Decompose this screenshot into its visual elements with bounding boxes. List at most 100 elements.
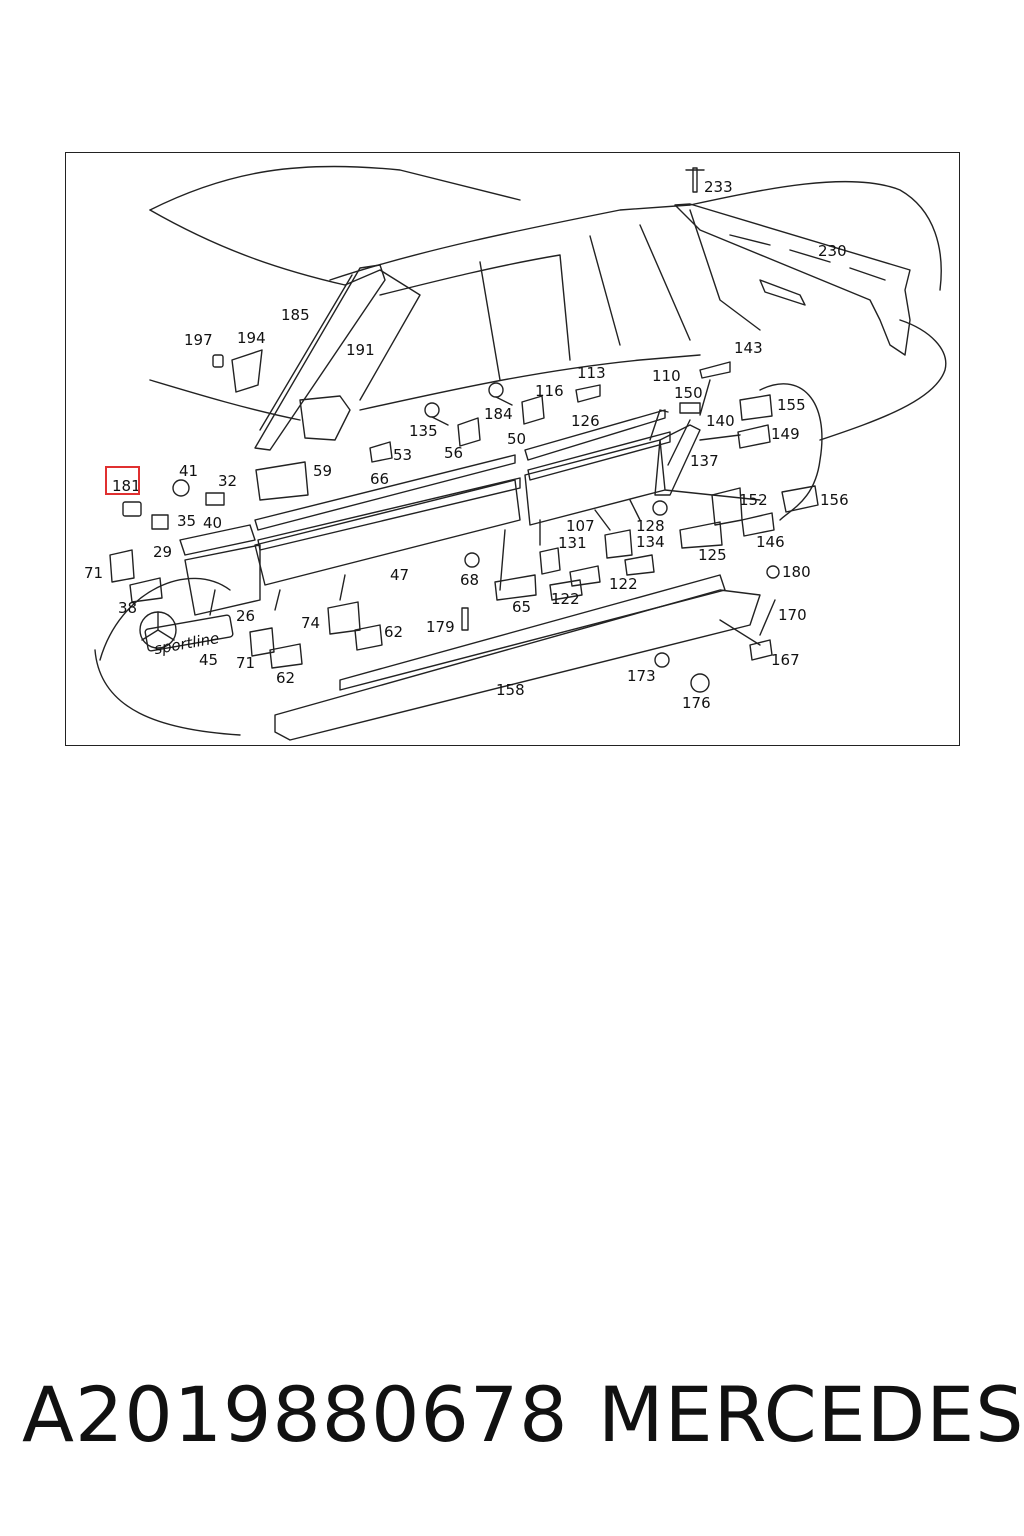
part-38-clip (129, 577, 163, 603)
label-38: 38 (118, 599, 137, 617)
part-181-clip (122, 501, 142, 517)
label-125: 125 (698, 546, 727, 564)
car-rear-window (689, 209, 761, 331)
part-152-clip (711, 487, 743, 526)
car-mirror (299, 395, 351, 441)
mercedes-star-emblem (139, 611, 177, 649)
part-173-screw (654, 652, 670, 668)
label-56: 56 (444, 444, 463, 462)
rear-fender-trim (654, 424, 701, 496)
label-113: 113 (577, 364, 606, 382)
label-65: 65 (512, 598, 531, 616)
part-116-clip (521, 395, 545, 425)
label-122a: 122 (609, 575, 638, 593)
part-53-clip (369, 441, 393, 463)
a-pillar-trim (254, 264, 386, 451)
label-155: 155 (777, 396, 806, 414)
label-62b: 62 (276, 669, 295, 687)
part-122c-clip (624, 554, 655, 576)
car-roof-line (329, 204, 691, 281)
car-hood-front (149, 379, 301, 421)
label-197: 197 (184, 331, 213, 349)
part-71a-clip (109, 549, 135, 583)
label-134: 134 (636, 533, 665, 551)
car-windshield (344, 269, 421, 401)
label-41: 41 (179, 462, 198, 480)
part-number: A2019880678 (22, 1370, 569, 1459)
part-155-clip (739, 394, 773, 421)
label-233: 233 (704, 178, 733, 196)
label-53: 53 (393, 446, 412, 464)
rear-door-upper-moulding (524, 409, 666, 461)
part-156-bracket (781, 485, 819, 513)
label-47: 47 (390, 566, 409, 584)
part-122b-clip (569, 565, 601, 587)
car-tail (819, 319, 947, 441)
part-32-clip (205, 492, 225, 506)
label-179: 179 (426, 618, 455, 636)
part-194-clip (231, 349, 263, 393)
label-176: 176 (682, 694, 711, 712)
part-146-clip (741, 512, 775, 537)
part-74-clip (327, 601, 361, 635)
part-149-clip (737, 424, 771, 449)
part-125-clip (679, 521, 723, 549)
part-184-screw (488, 382, 513, 406)
part-68-screw (464, 552, 480, 568)
car-front-fender (99, 577, 231, 661)
part-134-clip (604, 529, 633, 559)
label-29: 29 (153, 543, 172, 561)
label-150: 150 (674, 384, 703, 402)
part-135-screw (424, 402, 449, 426)
label-137: 137 (690, 452, 719, 470)
label-110: 110 (652, 367, 681, 385)
part-150-pad (679, 402, 701, 414)
label-116: 116 (535, 382, 564, 400)
car-hood-top (149, 209, 346, 286)
callout-labels: 233 230 185 191 197 194 143 113 116 110 … (84, 178, 849, 712)
part-35-clip (151, 514, 169, 530)
label-66: 66 (370, 470, 389, 488)
part-59-bracket (255, 461, 309, 501)
part-41-plug (172, 479, 190, 497)
part-180-screw (766, 565, 780, 579)
sill-panel (274, 589, 761, 741)
label-62a: 62 (384, 623, 403, 641)
label-143: 143 (734, 339, 763, 357)
part-167-cap (749, 639, 773, 661)
part-233-screw (685, 167, 705, 193)
rear-spoiler (674, 203, 911, 356)
label-180: 180 (782, 563, 811, 581)
footer: A2019880678 MERCEDES (0, 1370, 1024, 1470)
label-184: 184 (484, 405, 513, 423)
front-door-body-moulding (254, 479, 521, 586)
label-156: 156 (820, 491, 849, 509)
label-135: 135 (409, 422, 438, 440)
label-35: 35 (177, 512, 196, 530)
label-194: 194 (237, 329, 266, 347)
label-230: 230 (818, 242, 847, 260)
front-fender-moulding (179, 524, 256, 556)
label-59: 59 (313, 462, 332, 480)
part-128-screw (652, 500, 668, 516)
brand-name: MERCEDES (598, 1370, 1024, 1459)
front-fender-lower (184, 544, 261, 616)
label-170: 170 (778, 606, 807, 624)
front-door-upper-moulding (254, 454, 516, 531)
label-45: 45 (199, 651, 218, 669)
label-126: 126 (571, 412, 600, 430)
part-170-rod (759, 599, 776, 636)
car-side-window-mid (479, 261, 501, 381)
label-146: 146 (756, 533, 785, 551)
label-74: 74 (301, 614, 320, 632)
upper-rear-trim (649, 409, 669, 441)
label-26: 26 (236, 607, 255, 625)
label-71b: 71 (236, 654, 255, 672)
part-62a-clip (354, 624, 383, 651)
part-176-plug (690, 673, 710, 693)
highlighted-part-181-box (105, 466, 140, 495)
label-71a: 71 (84, 564, 103, 582)
label-173: 173 (627, 667, 656, 685)
label-128: 128 (636, 517, 665, 535)
